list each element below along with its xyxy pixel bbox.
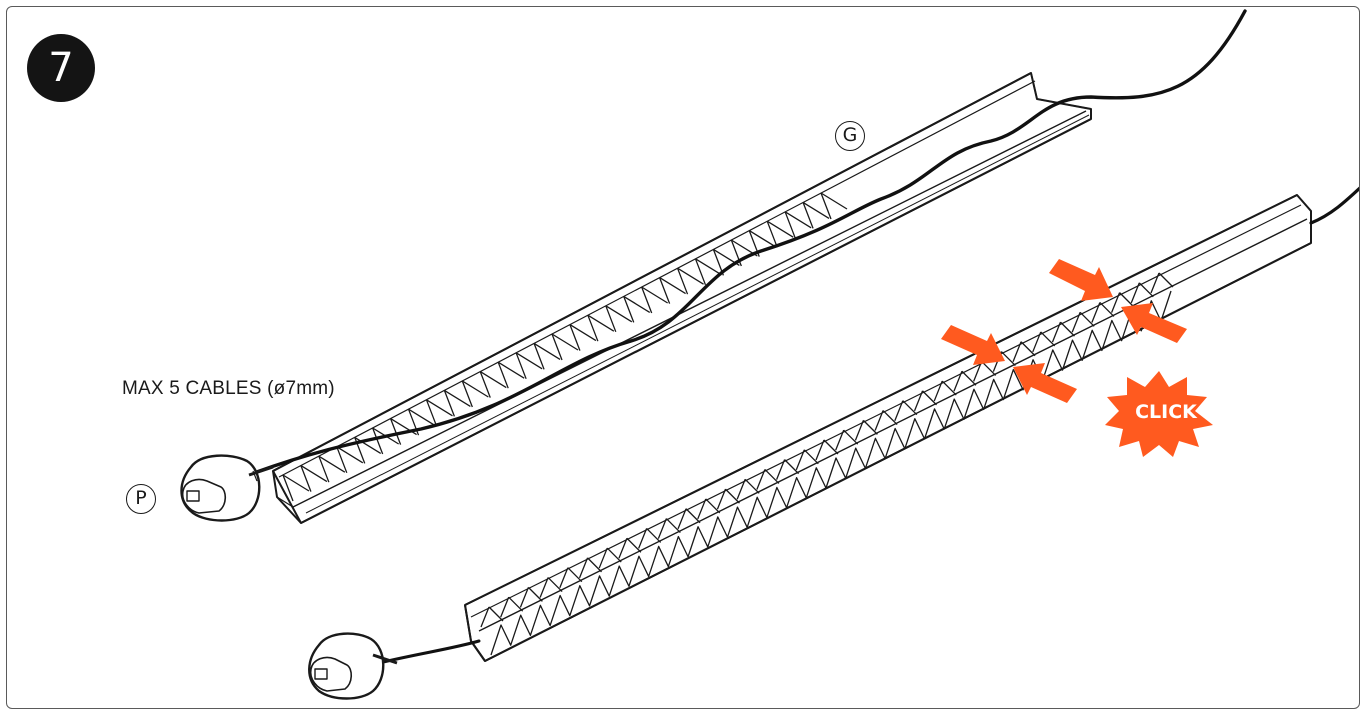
open-cable-tray-icon (272, 72, 1092, 524)
click-burst-icon (1105, 371, 1213, 457)
power-plug-icon (308, 632, 398, 700)
push-arrow-icon (1013, 363, 1077, 403)
closed-cable-tray-icon (464, 194, 1312, 662)
cable-icon (377, 639, 481, 665)
cable-icon (1309, 186, 1359, 225)
assembly-illustration (180, 9, 1359, 700)
callout-label-p: P (126, 484, 156, 514)
cable-icon (221, 9, 1247, 487)
power-plug-icon (180, 454, 274, 522)
instruction-panel: 7 G P MAX 5 CABLES (ø7mm) CLICK (6, 6, 1360, 709)
step-number-badge: 7 (27, 34, 95, 102)
push-arrow-icon (1121, 303, 1187, 343)
push-arrow-icon (1049, 259, 1113, 301)
push-arrows (941, 259, 1187, 403)
click-label: CLICK (1135, 401, 1197, 423)
push-arrow-icon (941, 325, 1005, 365)
max-cables-note: MAX 5 CABLES (ø7mm) (122, 378, 335, 399)
callout-label-g: G (835, 121, 865, 151)
